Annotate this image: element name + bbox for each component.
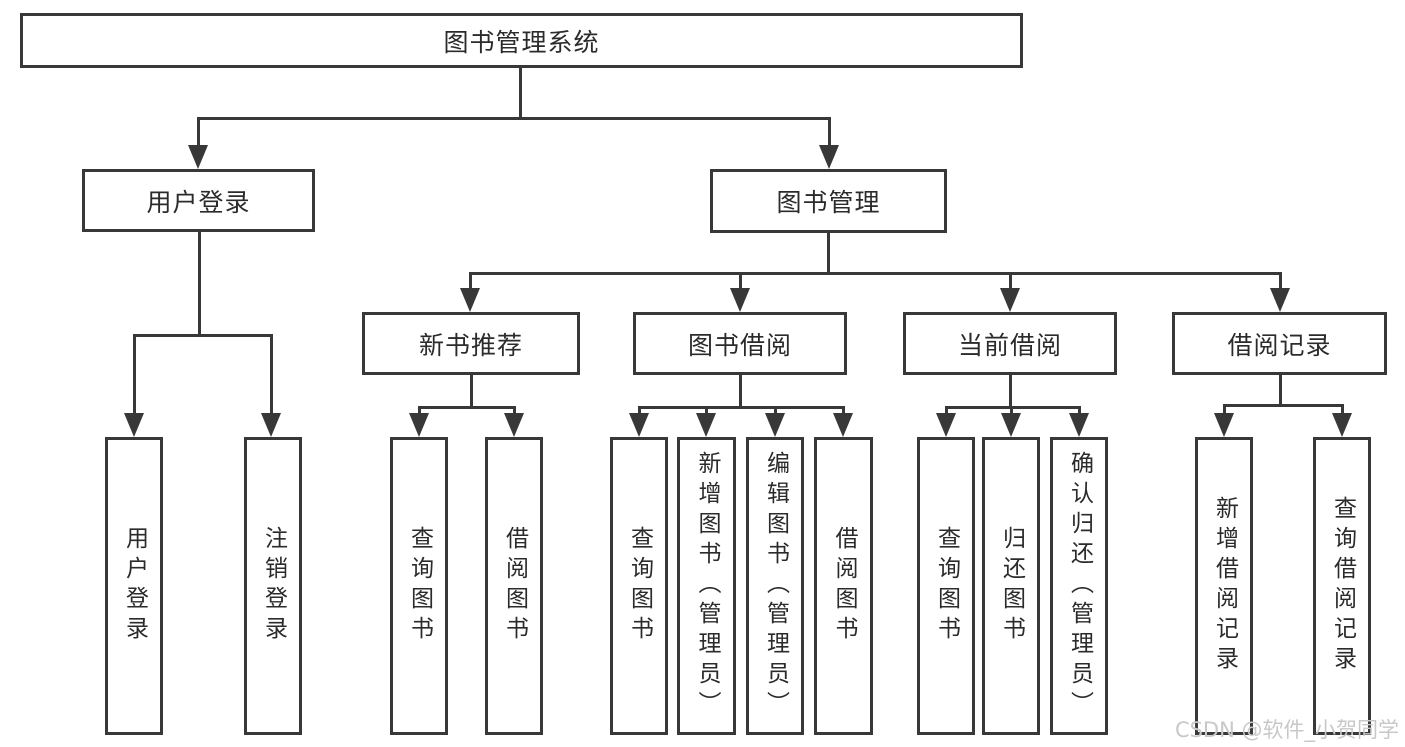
connector-arrow-stem-root-to-level2-1 (827, 118, 831, 147)
arrowhead-icon (504, 413, 524, 437)
arrowhead-icon (833, 413, 853, 437)
node-user-login-leaf: 用户登录 (105, 437, 163, 735)
arrowhead-icon (1001, 413, 1021, 437)
connector-stem-current-borrow-to-children (1008, 375, 1012, 409)
connector-arrow-stem-user-login-to-children-0 (132, 335, 136, 415)
connector-arrow-stem-book-mgmt-to-level3-1 (738, 273, 742, 290)
arrowhead-icon (1000, 288, 1020, 312)
arrowhead-icon (730, 288, 750, 312)
node-confirm-return-admin: 确认归还（管理员） (1050, 437, 1108, 735)
arrowhead-icon (629, 413, 649, 437)
connector-arrow-stem-records-to-children-0 (1222, 405, 1226, 415)
connector-arrow-stem-book-mgmt-to-level3-3 (1278, 273, 1282, 290)
node-book-borrowing: 图书借阅 (633, 312, 847, 375)
connector-arrow-stem-current-borrow-to-children-0 (944, 407, 948, 415)
node-borrow-book-2: 借阅图书 (814, 437, 873, 735)
connector-arrow-stem-root-to-level2-0 (196, 118, 200, 147)
connector-arrow-stem-book-borrow-to-children-1 (704, 407, 708, 415)
connector-stem-root-to-level2 (518, 68, 522, 120)
node-book-management: 图书管理 (710, 169, 947, 233)
connector-arrow-stem-current-borrow-to-children-2 (1077, 407, 1081, 415)
connector-bar-user-login-to-children (132, 333, 273, 337)
arrowhead-icon (1270, 288, 1290, 312)
arrowhead-icon (765, 413, 785, 437)
connector-bar-new-book-to-children (417, 405, 516, 409)
connector-arrow-stem-current-borrow-to-children-1 (1009, 407, 1013, 415)
connector-arrow-stem-user-login-to-children-1 (269, 335, 273, 415)
connector-arrow-stem-book-mgmt-to-level3-2 (1008, 273, 1012, 290)
arrowhead-icon (936, 413, 956, 437)
connector-arrow-stem-new-book-to-children-1 (512, 407, 516, 415)
connector-stem-book-mgmt-to-level3 (826, 233, 830, 275)
node-add-borrow-record: 新增借阅记录 (1195, 437, 1253, 735)
connector-arrow-stem-book-mgmt-to-level3-0 (468, 273, 472, 290)
connector-bar-records-to-children (1222, 403, 1344, 407)
arrowhead-icon (1332, 413, 1352, 437)
node-borrowing-records: 借阅记录 (1172, 312, 1387, 375)
connector-arrow-stem-book-borrow-to-children-2 (773, 407, 777, 415)
node-query-books-2: 查询图书 (610, 437, 668, 735)
connector-arrow-stem-book-borrow-to-children-0 (637, 407, 641, 415)
connector-stem-book-borrow-to-children (738, 375, 742, 409)
arrowhead-icon (188, 145, 208, 169)
connector-bar-book-mgmt-to-level3 (468, 271, 1282, 275)
arrowhead-icon (460, 288, 480, 312)
node-logout: 注销登录 (244, 437, 302, 735)
arrowhead-icon (261, 413, 281, 437)
connector-stem-new-book-to-children (469, 375, 473, 409)
arrowhead-icon (1214, 413, 1234, 437)
csdn-watermark: CSDN @软件_小贺同学 (1174, 718, 1399, 742)
node-add-book-admin: 新增图书（管理员） (677, 437, 736, 735)
arrowhead-icon (409, 413, 429, 437)
node-borrow-book-1: 借阅图书 (485, 437, 543, 735)
arrowhead-icon (819, 145, 839, 169)
arrowhead-icon (1069, 413, 1089, 437)
node-query-borrow-record: 查询借阅记录 (1313, 437, 1371, 735)
node-query-books-3: 查询图书 (917, 437, 975, 735)
connector-bar-book-borrow-to-children (637, 405, 845, 409)
connector-arrow-stem-records-to-children-1 (1340, 405, 1344, 415)
node-new-book-recommend: 新书推荐 (362, 312, 580, 375)
arrowhead-icon (124, 413, 144, 437)
arrowhead-icon (696, 413, 716, 437)
connector-bar-current-borrow-to-children (944, 405, 1081, 409)
connector-arrow-stem-book-borrow-to-children-3 (841, 407, 845, 415)
connector-stem-records-to-children (1278, 375, 1282, 407)
connector-arrow-stem-new-book-to-children-0 (417, 407, 421, 415)
node-return-book: 归还图书 (982, 437, 1040, 735)
node-query-books-1: 查询图书 (390, 437, 448, 735)
node-edit-book-admin: 编辑图书（管理员） (746, 437, 804, 735)
connector-stem-user-login-to-children (197, 232, 201, 337)
node-current-borrowing: 当前借阅 (903, 312, 1117, 375)
connector-bar-root-to-level2 (196, 116, 831, 120)
node-library-system: 图书管理系统 (20, 13, 1023, 68)
node-user-login: 用户登录 (82, 169, 315, 232)
